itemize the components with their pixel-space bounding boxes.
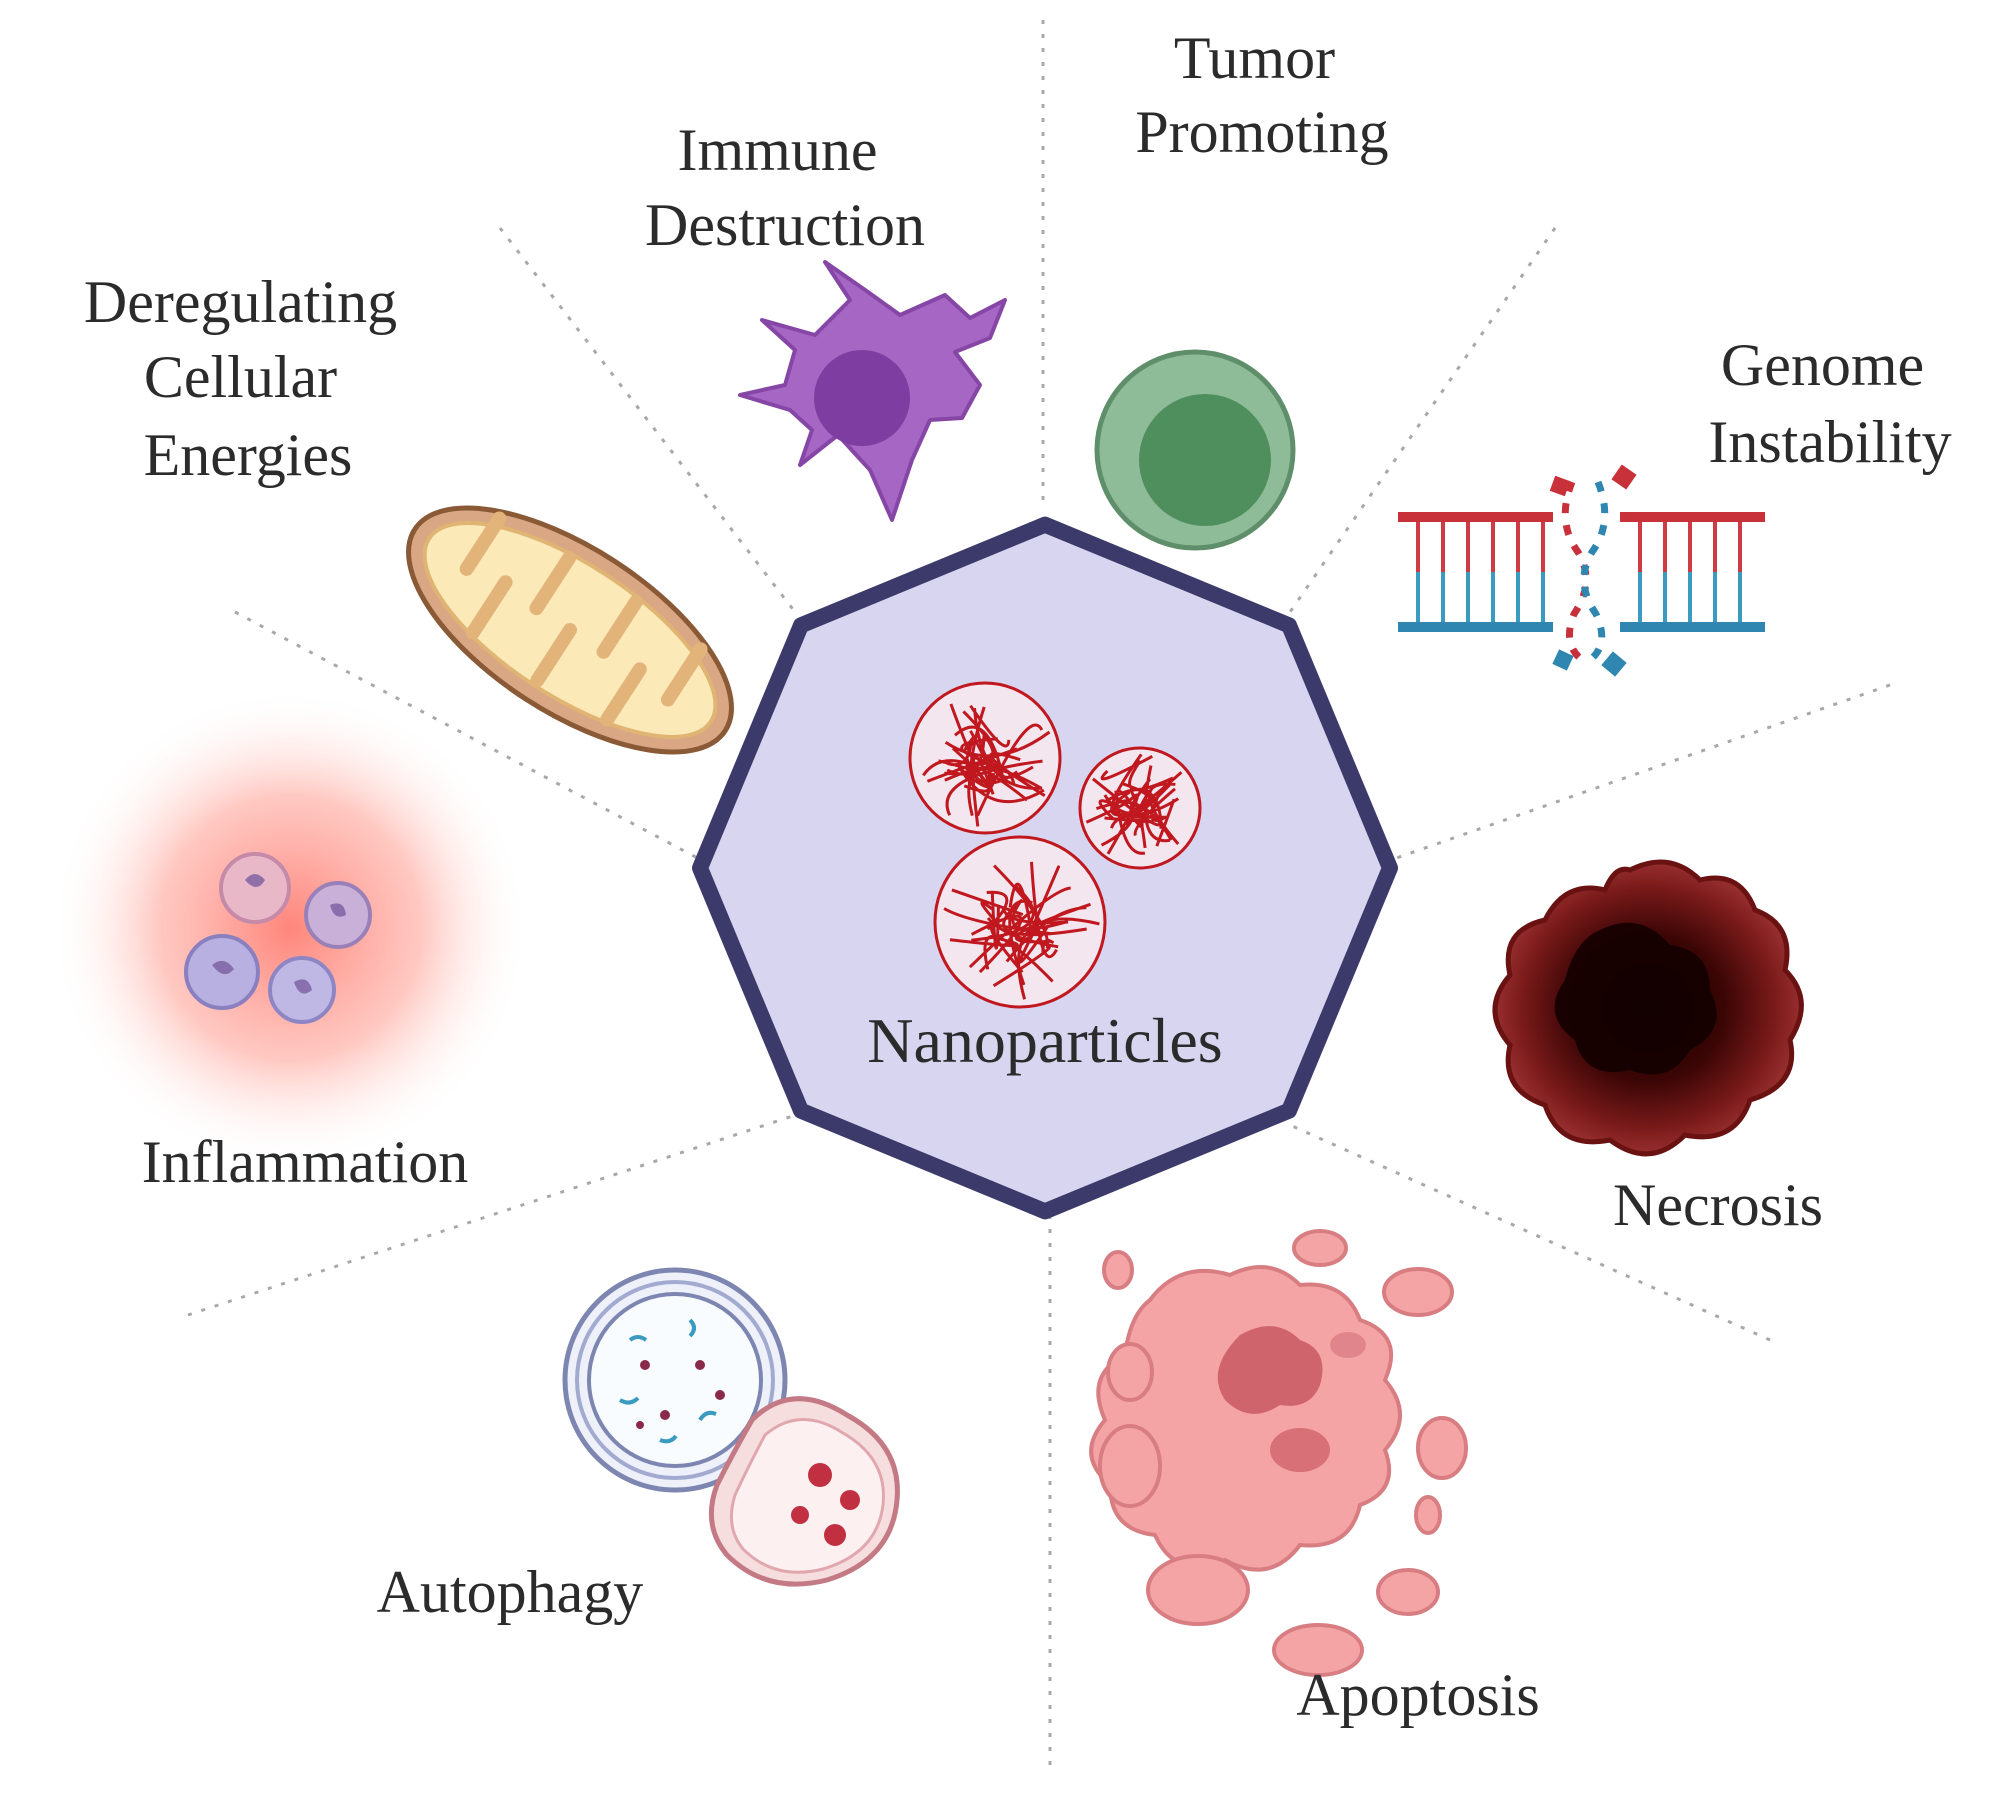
necrotic-cell-icon [1492, 859, 1804, 1157]
label-autophagy: Autophagy [377, 1559, 644, 1625]
dna-break-icon [1398, 464, 1765, 677]
label-apoptosis: Apoptosis [1296, 1662, 1539, 1728]
immune-cell-icon [738, 260, 1007, 522]
tumor-cell-icon [1094, 349, 1296, 551]
nanoparticle-icon [908, 681, 1202, 1009]
nanoparticle-tangle [943, 861, 1100, 1000]
nanoparticle-tangle [922, 703, 1051, 827]
divider-lines [187, 20, 1891, 1775]
center-label: Nanoparticles [867, 1005, 1222, 1076]
inflamed-cells-icon [50, 688, 530, 1168]
label-tumor-promoting: Tumor Promoting [1135, 25, 1388, 165]
mitochondrion-icon [406, 505, 734, 755]
apoptotic-cell-icon [1089, 1229, 1468, 1677]
label-inflammation: Inflammation [142, 1129, 469, 1195]
label-necrosis: Necrosis [1613, 1172, 1823, 1238]
label-genome-instability: Genome Instability [1708, 332, 1951, 475]
autophagosome-icon [562, 1267, 900, 1587]
label-immune-destruction: Immune Destruction [645, 117, 925, 258]
nanoparticle-tangle [1085, 753, 1183, 855]
hallmark-labels: Immune Destruction Tumor Promoting Genom… [84, 25, 1952, 1728]
label-deregulating-cellular-energies: Deregulating Cellular Energies [84, 269, 412, 488]
